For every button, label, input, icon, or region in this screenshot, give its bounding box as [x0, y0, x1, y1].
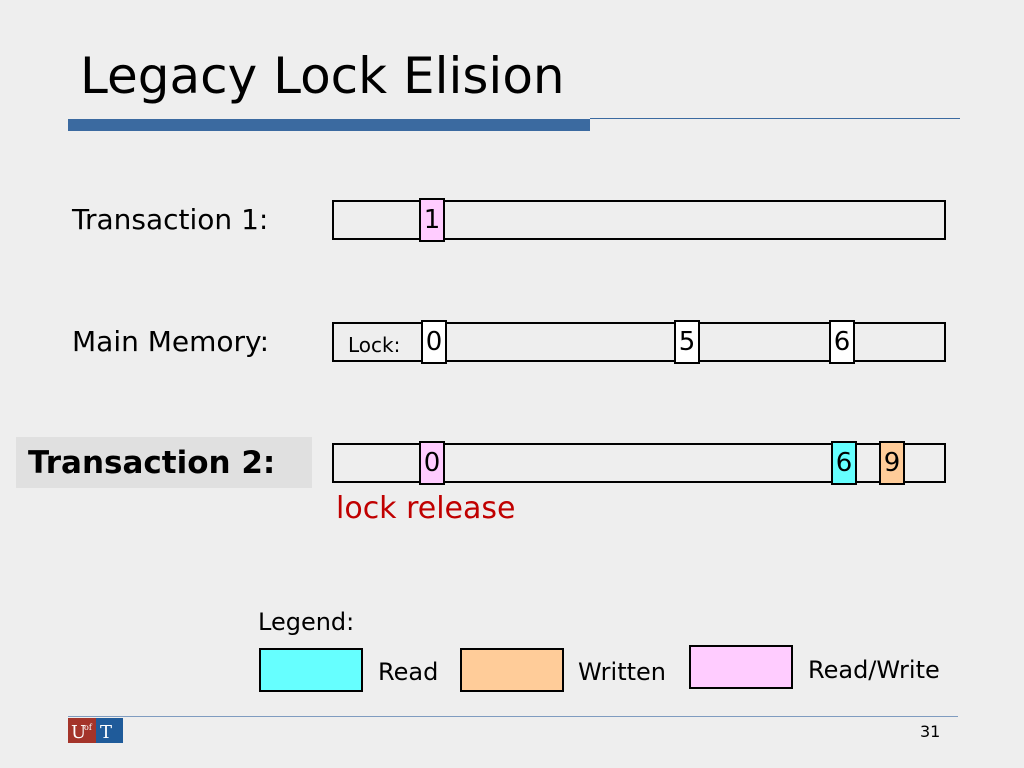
memory-cell: 0 [421, 320, 447, 364]
university-logo: U of T [68, 718, 123, 743]
slide-title: Legacy Lock Elision [80, 47, 565, 105]
memory-cell: 6 [829, 320, 855, 364]
legend-label-read-write: Read/Write [808, 656, 940, 684]
lock-release-annotation: lock release [336, 491, 516, 526]
svg-text:U: U [71, 722, 86, 743]
memory-cell: 6 [831, 441, 857, 485]
svg-text:T: T [100, 722, 112, 743]
memory-cell: 5 [674, 320, 700, 364]
legend-title: Legend: [258, 608, 355, 636]
memory-cell: 1 [419, 198, 445, 242]
transaction-2-label: Transaction 2: [28, 445, 276, 481]
legend-swatch-read-write [689, 645, 793, 689]
page-number: 31 [920, 722, 941, 741]
memory-cell: 9 [879, 441, 905, 485]
legend-swatch-written [460, 648, 564, 692]
legend-label-written: Written [578, 658, 666, 686]
title-rule-thin [590, 118, 960, 119]
memory-cell: 0 [419, 441, 445, 485]
title-rule-thick [68, 119, 590, 131]
main-memory-label: Main Memory: [72, 325, 270, 358]
svg-text:of: of [84, 723, 93, 732]
footer-rule [68, 716, 958, 717]
transaction-1-label: Transaction 1: [72, 203, 269, 236]
lock-label: Lock: [348, 333, 401, 357]
legend-swatch-read [259, 648, 363, 692]
transaction-2-highlight [16, 437, 312, 488]
legend-label-read: Read [378, 658, 439, 686]
